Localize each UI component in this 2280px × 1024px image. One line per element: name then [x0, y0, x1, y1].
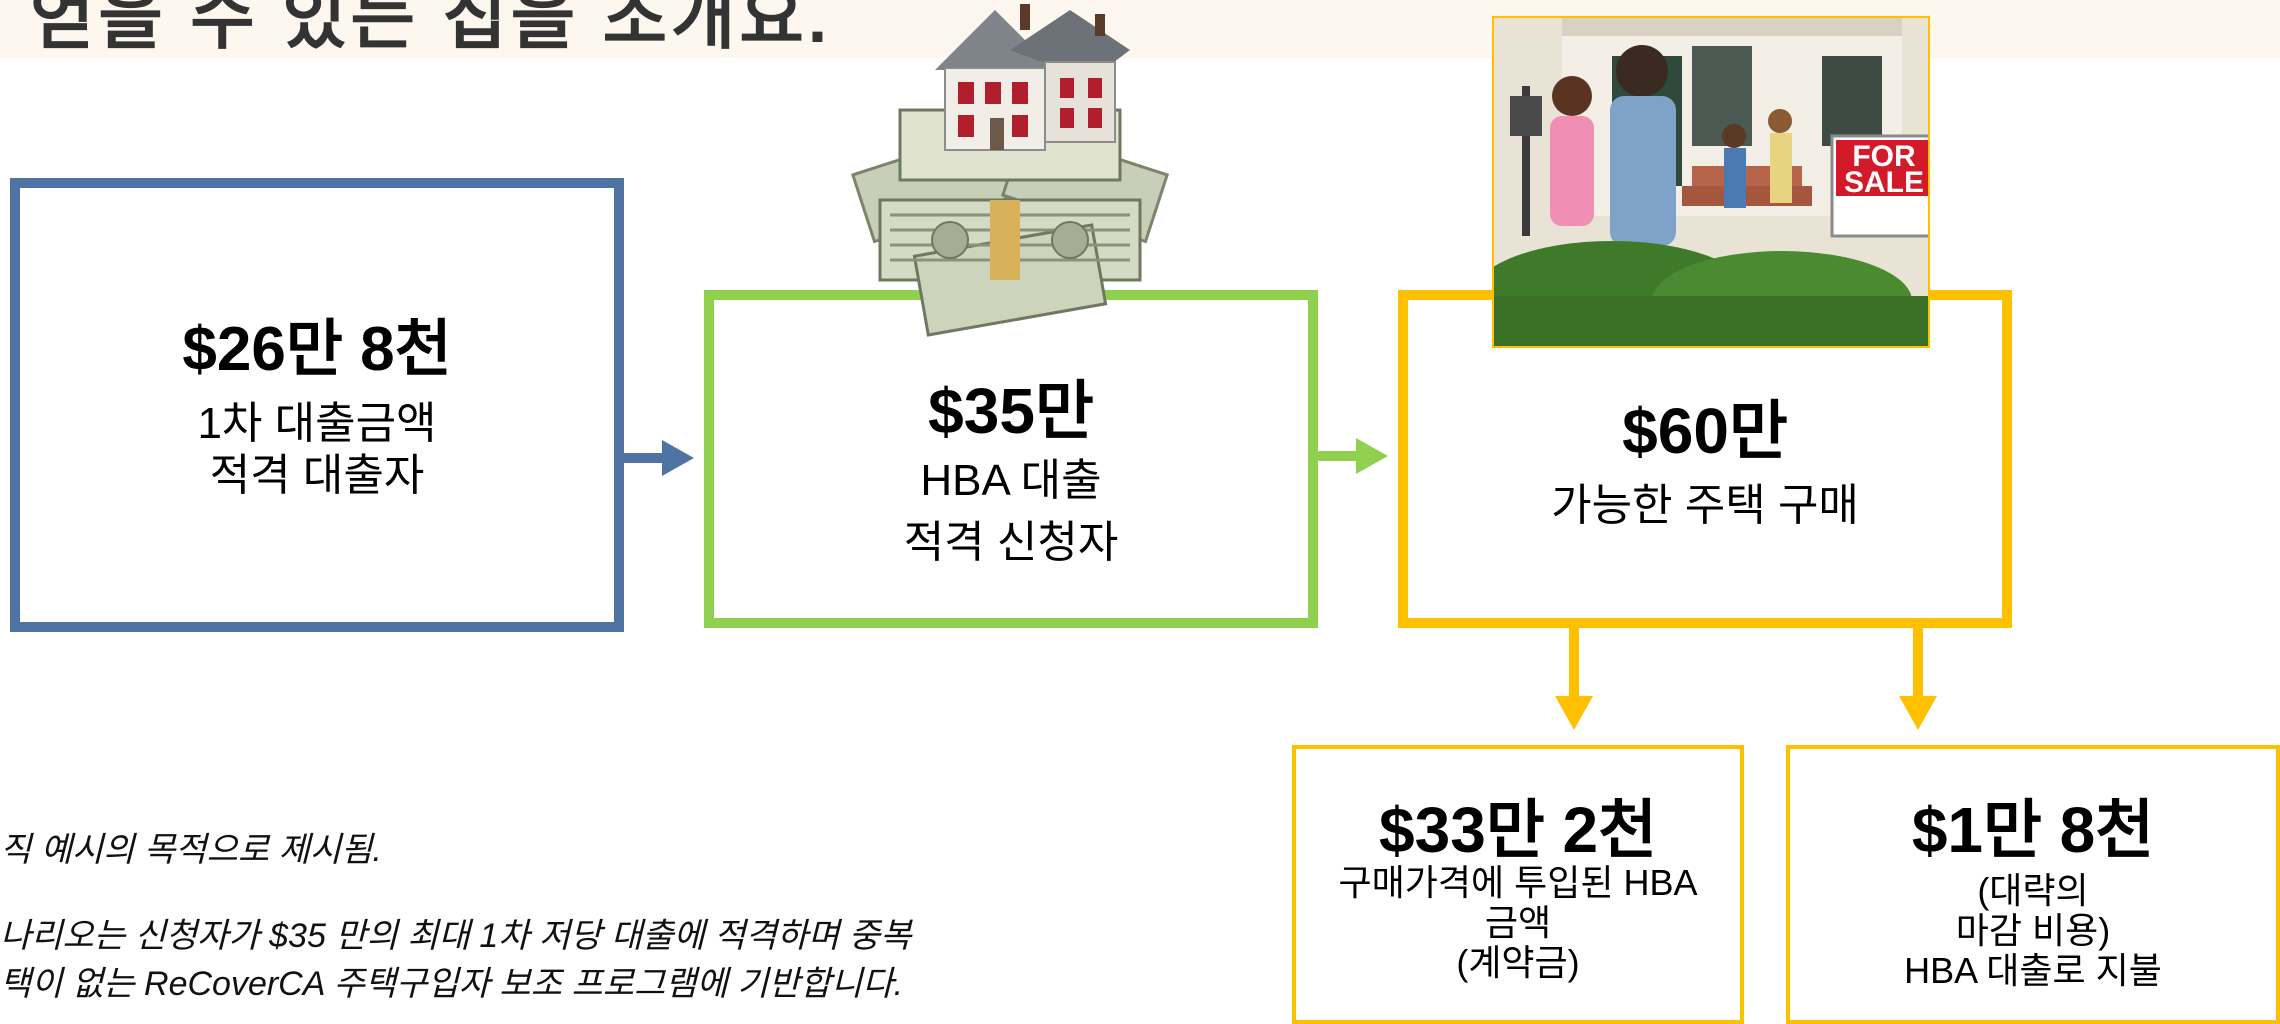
arrow-right-icon [624, 440, 694, 476]
down-payment-desc-line-1: 구매가격에 투입된 HBA [1338, 862, 1698, 903]
arrow-down-icon [1555, 628, 1593, 730]
loan-amount-value: $26만 8천 [182, 315, 452, 384]
closing-cost-desc-line-3: HBA 대출로 지불 [1904, 950, 2162, 991]
page-title: 얻을 수 있는 집을 조개요. [30, 0, 832, 57]
hba-loan-value: $35만 [928, 375, 1094, 447]
closing-cost-desc: (대략의 마감 비용) HBA 대출로 지불 [1790, 871, 2276, 991]
home-purchase-desc-line-1: 가능한 주택 구매 [1551, 481, 1859, 530]
hba-loan-desc: HBA 대출 적격 신청자 [714, 450, 1308, 574]
house-on-money-icon [850, 4, 1170, 337]
down-payment-desc-line-2: 금액 [1484, 902, 1552, 943]
arrow-down-icon [1899, 628, 1937, 730]
arrow-right-icon [1318, 438, 1388, 474]
loan-amount-box: $26만 8천 1차 대출금액 적격 대출자 [10, 178, 624, 632]
home-purchase-value: $60만 [1622, 395, 1788, 467]
down-payment-desc-line-3: (계약금) [1456, 942, 1580, 983]
hba-loan-desc-line-2: 적격 신청자 [903, 518, 1119, 567]
family-home-photo: FOR SALE [1492, 16, 1930, 348]
loan-amount-desc: 1차 대출금액 적격 대출자 [20, 398, 614, 502]
closing-cost-desc-line-1: (대략의 [1977, 870, 2089, 911]
footnote-line-3: 택이 없는 ReCoverCA 주택구입자 보조 프로그램에 기반합니다. [0, 965, 904, 1003]
down-payment-box: $33만 2천 구매가격에 투입된 HBA 금액 (계약금) [1292, 745, 1744, 1024]
for-sale-sign-text-2: SALE [1844, 166, 1924, 199]
closing-cost-box: $1만 8천 (대략의 마감 비용) HBA 대출로 지불 [1786, 745, 2280, 1024]
closing-cost-value: $1만 8천 [1911, 794, 2155, 866]
down-payment-desc: 구매가격에 투입된 HBA 금액 (계약금) [1296, 863, 1740, 983]
hba-loan-desc-line-1: HBA 대출 [920, 456, 1102, 505]
footnote-line-2: 나리오는 신청자가 $35 만의 최대 1차 저당 대출에 적격하며 중복 [0, 917, 912, 955]
closing-cost-desc-line-2: 마감 비용) [1955, 910, 2111, 951]
loan-amount-desc-line-2: 적격 대출자 [209, 451, 425, 500]
home-purchase-desc: 가능한 주택 구매 [1408, 480, 2002, 532]
down-payment-value: $33만 2천 [1379, 794, 1657, 866]
loan-amount-desc-line-1: 1차 대출금액 [197, 399, 437, 448]
for-sale-sign-text: FOR [1852, 140, 1916, 173]
footnote-line-1: 직 예시의 목적으로 제시됨. [0, 831, 382, 869]
